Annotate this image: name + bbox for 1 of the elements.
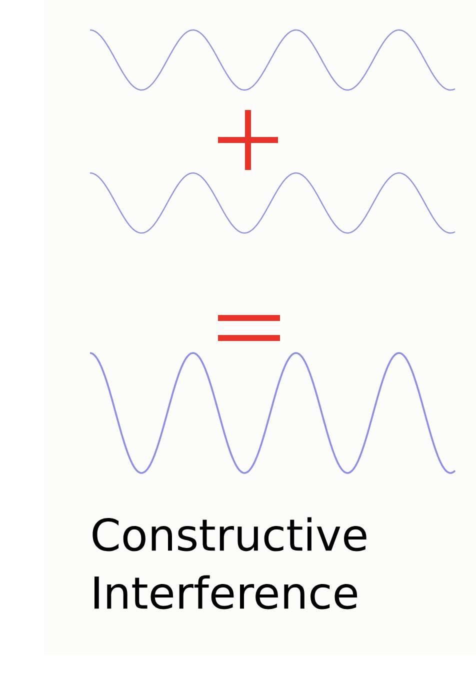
caption: Constructive Interference [92, 517, 366, 610]
